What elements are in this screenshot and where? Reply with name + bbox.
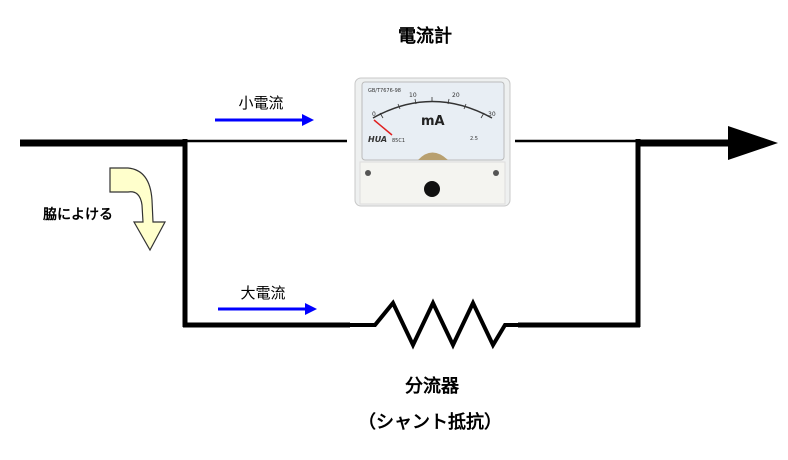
ammeter: GB/T7676-98 0 10 20 30 mA HUA 85C1 2.5 bbox=[354, 77, 511, 207]
meter-tick-20: 20 bbox=[452, 92, 460, 99]
small-current-label: 小電流 bbox=[238, 94, 284, 112]
shunt-resistor bbox=[348, 298, 520, 350]
bypass-arrow bbox=[109, 167, 167, 252]
bypass-label: 脇によける bbox=[43, 207, 113, 223]
ammeter-title: 電流計 bbox=[398, 26, 452, 47]
shunt-sublabel: （シャント抵抗） bbox=[358, 412, 502, 433]
meter-standard: GB/T7676-98 bbox=[368, 88, 401, 94]
meter-model: 85C1 bbox=[392, 138, 405, 144]
meter-brand: HUA bbox=[368, 135, 387, 144]
output-arrowhead bbox=[728, 126, 778, 160]
meter-class: 2.5 bbox=[470, 136, 478, 142]
shunt-label: 分流器 bbox=[405, 376, 459, 397]
meter-unit: mA bbox=[421, 114, 445, 129]
meter-tick-30: 30 bbox=[488, 111, 496, 118]
meter-tick-0: 0 bbox=[372, 111, 376, 118]
large-current-label: 大電流 bbox=[240, 284, 286, 302]
small-current-arrow bbox=[215, 114, 314, 126]
meter-tick-10: 10 bbox=[409, 92, 417, 99]
large-current-arrow bbox=[218, 303, 317, 315]
